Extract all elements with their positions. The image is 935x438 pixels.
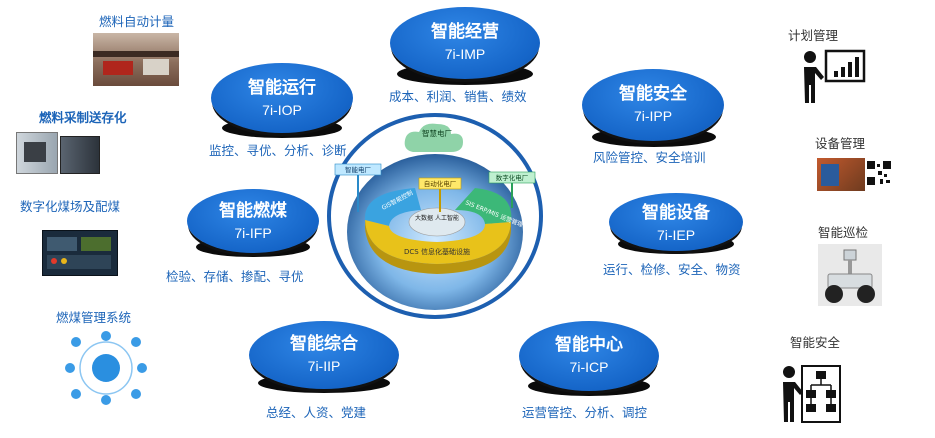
bubble-code: 7i-IPP (633, 108, 673, 124)
bubble-icp[interactable]: 智能中心 7i-ICP (519, 321, 659, 391)
right-item-label: 设备管理 (815, 136, 866, 151)
bubble-desc: 检验、存储、掺配、寻优 (166, 269, 304, 284)
left-item-label: 数字化煤场及配煤 (20, 199, 121, 214)
ring-bottom-edge (365, 220, 511, 274)
bubble-title: 智能综合 (290, 334, 358, 354)
bubble-ipp[interactable]: 智能安全 7i-IPP (582, 69, 724, 141)
ring-right-segment (455, 188, 512, 224)
safety-flow-icon (783, 365, 841, 423)
ring-bottom-segment (365, 220, 511, 264)
bubble-code: 7i-IIP (307, 358, 341, 374)
bubble-code: 7i-IEP (656, 227, 696, 243)
bubble-code: 7i-IFP (234, 225, 272, 241)
right-item-label: 智能巡检 (818, 225, 869, 240)
bubble-code: 7i-ICP (569, 359, 609, 375)
sampling-machine-photo (12, 128, 100, 174)
mid-label: 自动化电厂 (424, 179, 457, 188)
coal-system-diagram (65, 331, 147, 405)
right-label: 数字化电厂 (496, 173, 529, 182)
inspection-robot-icon (818, 244, 882, 306)
bubble-title: 智能安全 (619, 84, 687, 104)
bubble-desc: 风险管控、安全培训 (593, 150, 706, 165)
left-item-label: 燃料自动计量 (99, 14, 175, 29)
bubble-iep[interactable]: 智能设备 7i-IEP (609, 193, 743, 251)
outer-circle (327, 113, 543, 319)
core-label: 大数据 人工智能 (415, 214, 459, 222)
bubble-desc: 运行、检修、安全、物资 (603, 262, 741, 277)
bubble-code: 7i-IOP (262, 102, 302, 118)
qr-code-icon (866, 160, 892, 186)
top-label: 智慧电厂 (422, 128, 452, 138)
right-item-label: 计划管理 (788, 28, 839, 43)
bubble-iip[interactable]: 智能综合 7i-IIP (249, 321, 399, 389)
right-item-label: 智能安全 (790, 335, 841, 350)
bubble-title: 智能中心 (555, 335, 623, 355)
bubble-title: 智能运行 (248, 78, 316, 98)
core-disc (408, 207, 466, 237)
left-label: 智能电厂 (345, 165, 372, 174)
left-item-label: 燃料采制送存化 (39, 110, 127, 125)
ring-bottom-label: DCS 信息化基础设施 (404, 247, 470, 256)
coal-yard-screen (42, 230, 118, 276)
fuel-metering-photo (93, 33, 179, 86)
cloud-shape (404, 123, 463, 152)
bubble-iop[interactable]: 智能运行 7i-IOP (211, 63, 353, 133)
ring-left-segment (364, 188, 421, 226)
equipment-photo (817, 158, 865, 191)
bubble-desc: 运营管控、分析、调控 (522, 405, 648, 420)
bubble-imp[interactable]: 智能经营 7i-IMP (390, 7, 540, 79)
bubble-title: 智能设备 (642, 203, 710, 223)
bubble-title: 智能燃煤 (219, 201, 287, 221)
plan-presentation-icon (804, 49, 866, 103)
bubble-desc: 监控、寻优、分析、诊断 (209, 143, 347, 158)
bubble-title: 智能经营 (431, 22, 499, 42)
center-graphic: 智慧电厂 智能电厂 自动化电厂 数字化电厂 大数据 人工智能 GIS智能控制 S… (327, 113, 543, 319)
left-item-label: 燃煤管理系统 (56, 310, 132, 325)
bubble-code: 7i-IMP (444, 46, 486, 62)
bubble-desc: 总经、人资、党建 (266, 405, 367, 420)
bubble-desc: 成本、利润、销售、绩效 (389, 89, 527, 104)
bubble-ifp[interactable]: 智能燃煤 7i-IFP (187, 189, 319, 253)
